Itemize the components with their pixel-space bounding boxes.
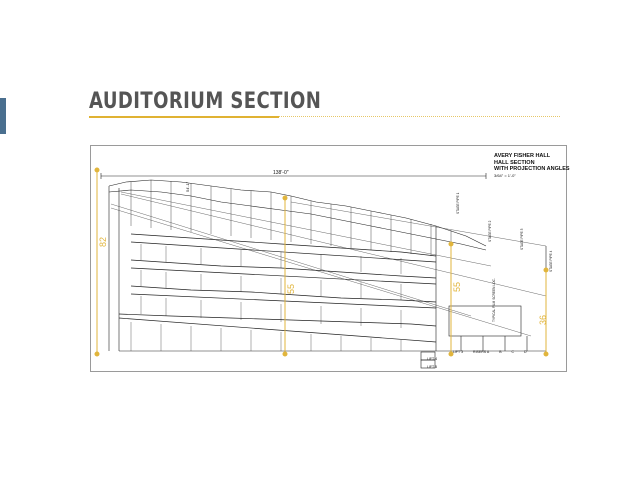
riser-label: LIFT 3 <box>453 350 464 354</box>
caption-line-2: HALL SECTION <box>494 159 535 166</box>
stage-pipe-4-label: STAGE PIPE 4 <box>549 250 553 272</box>
caption-line-1: AVERY FISHER HALL <box>494 153 551 159</box>
small-dimension-label: 54'-1" <box>185 181 190 192</box>
title-dotted-rule <box>279 116 560 117</box>
stage-pipe-3-label: STAGE PIPE 3 <box>520 228 524 250</box>
height-label-stage: 36 <box>538 314 548 325</box>
slide-title: AUDITORIUM SECTION <box>89 89 322 114</box>
stage-pipe-1-label: STAGE PIPE 1 <box>456 192 460 214</box>
film-screen-label: TYPICAL FILM SCREEN LOC. <box>492 278 496 322</box>
height-label-left: 82 <box>98 236 108 247</box>
riser-label: B <box>499 350 502 354</box>
section-linework <box>94 167 549 369</box>
caption-line-3: WITH PROJECTION ANGLES <box>494 166 570 172</box>
riser-labels: LIFT 3 RISERS A B C D <box>453 350 536 355</box>
drawing-caption: AVERY FISHER HALL HALL SECTION WITH PROJ… <box>494 153 570 179</box>
overall-dimension-label: 138'-0" <box>273 170 289 176</box>
lift-4-label: LIFT 4 <box>427 357 438 361</box>
title-underline <box>89 116 279 118</box>
drawing-scale: 3/64" = 1'-0" <box>494 172 516 178</box>
lift-5-label: LIFT 5 <box>427 365 438 369</box>
height-label-center: 55 <box>286 283 296 294</box>
stage-pipe-2-label: STAGE PIPE 2 <box>488 220 492 242</box>
riser-label: RISERS A <box>473 350 490 354</box>
riser-label: D <box>524 350 527 354</box>
slide-accent-bar <box>0 98 6 134</box>
auditorium-section-drawing: AVERY FISHER HALL HALL SECTION WITH PROJ… <box>90 145 570 372</box>
riser-label: C <box>511 350 515 354</box>
height-label-stage-front: 55 <box>452 281 462 292</box>
